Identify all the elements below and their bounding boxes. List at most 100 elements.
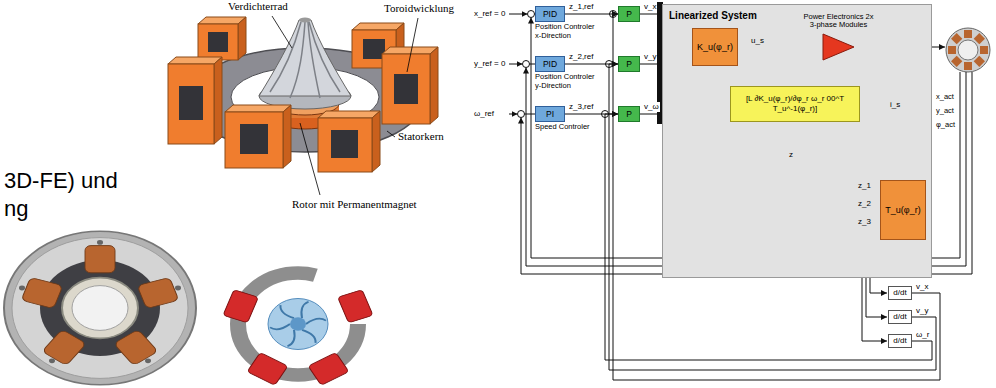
block-label: P [626,9,632,19]
feedback-wire [862,274,887,341]
reference-wire [509,14,528,15]
caption-holder: Position Controler y-Direction [535,73,601,90]
controller-block: PIDPosition Controler y-Direction [535,56,565,72]
controller-block: PIDPosition Controler x-Direction [535,6,565,22]
label-holder: u_s [750,36,765,46]
label-holder: z_2 [858,199,871,209]
signal-label: z [788,150,794,160]
label-holder: x_ref = 0 [474,9,505,19]
slide-text: ng [4,196,28,222]
signal-label: z_1,ref [568,2,594,12]
block-label: P [626,109,632,119]
compressor-wheel [259,18,351,110]
signal-name: i_s [890,100,900,110]
block-label: P [626,59,632,69]
signal-name: y_act [936,106,954,115]
power-amplifier: Power Electronics 2x 3-phase Modules [822,33,855,61]
label-holder: v_x [643,2,657,12]
block-label: K_u(φ_r) [697,42,733,53]
block-caption: Position Controler x-Direction [535,23,601,40]
label-holder: φ_act [936,120,955,129]
signal-name: x_act [936,92,954,101]
block-label: T_u(φ_r) [885,205,920,216]
caption-holder: Power Electronics 2x 3-phase Modules [802,13,876,30]
input-matrix-block: K_u(φ_r) [692,28,738,66]
derivative-block: d/dt [888,310,912,324]
caption-holder: Speed Controler [535,123,601,132]
stator-photo [4,231,196,385]
summing-junction [528,11,535,18]
gain-block: P [618,56,640,72]
block-caption: Power Electronics 2x 3-phase Modules [802,13,876,30]
derivative-block: d/dt [888,286,912,300]
transform-block: T_u(φ_r) [880,180,926,240]
label-holder: x_act [936,92,954,101]
pump-render [223,273,373,385]
label-holder: z_2,ref [568,52,594,62]
signal-name: z_2 [858,199,871,209]
compressor-illustration [168,16,438,195]
toroid-winding [318,111,380,172]
reference-signal: y_ref = 0 [474,59,505,69]
label-holder: ng [4,196,28,222]
label-holder: v_ω [643,102,660,112]
toroid-winding [225,105,291,168]
derivative-block: d/dt [888,334,912,348]
reference-signal: x_ref = 0 [474,9,505,19]
label-holder: Statorkern [398,130,444,143]
signal-label: v_ω [643,102,660,112]
toroid-winding [168,57,222,144]
system-panel: Linearized SystemK_u(φ_r) [L ∂K_u(φ_r)/∂φ… [662,4,932,278]
gain-block: P [618,106,640,122]
label-holder: 3D-FE) und [4,168,118,194]
label-holder: Toroidwicklung [384,2,454,15]
controller-block: PISpeed Controler [535,106,565,122]
signal-label: v_y [643,52,657,62]
toroid-winding [198,17,246,60]
label-holder: z_3,ref [568,102,594,112]
label-holder: v_y [643,52,657,62]
label-holder: ω_ref [474,109,494,119]
motor-ring [946,28,990,72]
block-label: d/dt [893,312,906,322]
signal-name: φ_act [936,120,955,129]
panel-title: Linearized System [669,10,757,22]
part-label: Verdichterrad [228,0,288,13]
label-holder: z_1 [858,181,871,191]
reference-wire [509,64,523,65]
block-label: PID [543,59,557,69]
signal-label: z_2,ref [568,52,594,62]
leader-line [272,16,292,48]
amplifier-triangle [823,34,854,60]
leader-line [407,18,418,72]
block-label: PID [543,9,557,19]
part-label: Rotor mit Permanentmagnet [292,198,417,211]
signal-label: v_y [915,306,929,316]
signal-connector [565,14,618,15]
part-label: Toroidwicklung [384,2,454,15]
signal-name: z_3 [858,217,871,227]
label-holder: z_1,ref [568,2,594,12]
label-holder: z_3 [858,217,871,227]
leader-line [387,131,395,137]
slide-text: 3D-FE) und [4,168,118,194]
label-holder: y_act [936,106,954,115]
block-label: d/dt [893,336,906,346]
signal-name: z_1 [858,181,871,191]
label-holder: i_s [890,100,900,110]
summing-junction [518,111,525,118]
signal-label: v_x [643,2,657,12]
block-label: [L ∂K_u(φ_r)/∂φ_r ω_r 00^T T_u^-1(φ_r)] [735,94,855,113]
leader-line [300,123,320,195]
block-label: d/dt [893,288,906,298]
block-caption: Position Controler y-Direction [535,73,601,90]
label-holder: z [788,150,794,160]
label-holder: ω_r [915,330,930,340]
caption-holder: Position Controler x-Direction [535,23,601,40]
reference-wire [509,114,518,115]
label-holder: v_y [915,306,929,316]
part-label: Statorkern [398,130,444,143]
amplifier-symbol [822,33,855,61]
label-holder: Rotor mit Permanentmagnet [292,198,417,211]
summing-junction [523,61,530,68]
